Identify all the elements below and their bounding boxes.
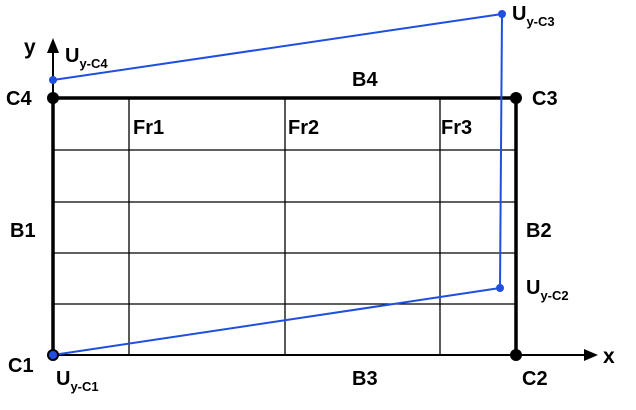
boundary-label-b1: B1 [10, 220, 36, 242]
deformed-edge-bottom [52, 287, 501, 356]
deformed-node-c3 [498, 10, 506, 18]
displacement-subscript-c4: y-C4 [79, 56, 108, 71]
displacement-subscript-c1: y-C1 [70, 379, 98, 394]
displacement-label-c1: Uy-C1 [56, 368, 99, 394]
deformed-node-c1-overlay [49, 351, 57, 359]
displacement-symbol-c2: U [526, 277, 540, 299]
deformed-edge-right [499, 13, 503, 289]
deformed-node-c4 [49, 76, 57, 84]
deformed-node-c2 [496, 284, 504, 292]
displacement-label-c3: Uy-C3 [512, 3, 555, 29]
displacement-subscript-c2: y-C2 [540, 288, 568, 303]
y-axis-arrowhead [47, 38, 59, 53]
boundary-label-b4: B4 [352, 69, 378, 91]
corner-label-c1: C1 [8, 355, 34, 377]
frame-label-fr2: Fr2 [288, 117, 319, 139]
deformed-nodes [48, 10, 506, 360]
boundary-label-b2: B2 [526, 220, 552, 242]
corner-nodes [47, 92, 522, 361]
displacement-subscript-c3: y-C3 [526, 14, 554, 29]
y-axis-label: y [24, 36, 36, 59]
displacement-label-c4: Uy-C4 [65, 45, 108, 71]
frame-label-fr1: Fr1 [133, 117, 164, 139]
frame-label-fr3: Fr3 [441, 117, 472, 139]
corner-node-c3 [510, 92, 522, 104]
mesh-grid [53, 98, 516, 355]
corner-label-c3: C3 [532, 88, 558, 110]
deformed-edge-top [52, 13, 503, 81]
corner-node-c2 [510, 349, 522, 361]
displacement-symbol-c4: U [65, 45, 79, 67]
x-axis-label: x [603, 345, 615, 368]
deformed-shape [52, 13, 503, 356]
corner-label-c4: C4 [6, 88, 32, 110]
boundary-label-b3: B3 [352, 368, 378, 390]
x-axis-arrowhead [584, 349, 598, 361]
displacement-symbol-c1: U [56, 368, 70, 390]
corner-node-c4 [47, 92, 59, 104]
displacement-label-c2: Uy-C2 [526, 277, 569, 303]
corner-label-c2: C2 [522, 368, 548, 390]
displacement-symbol-c3: U [512, 3, 526, 25]
